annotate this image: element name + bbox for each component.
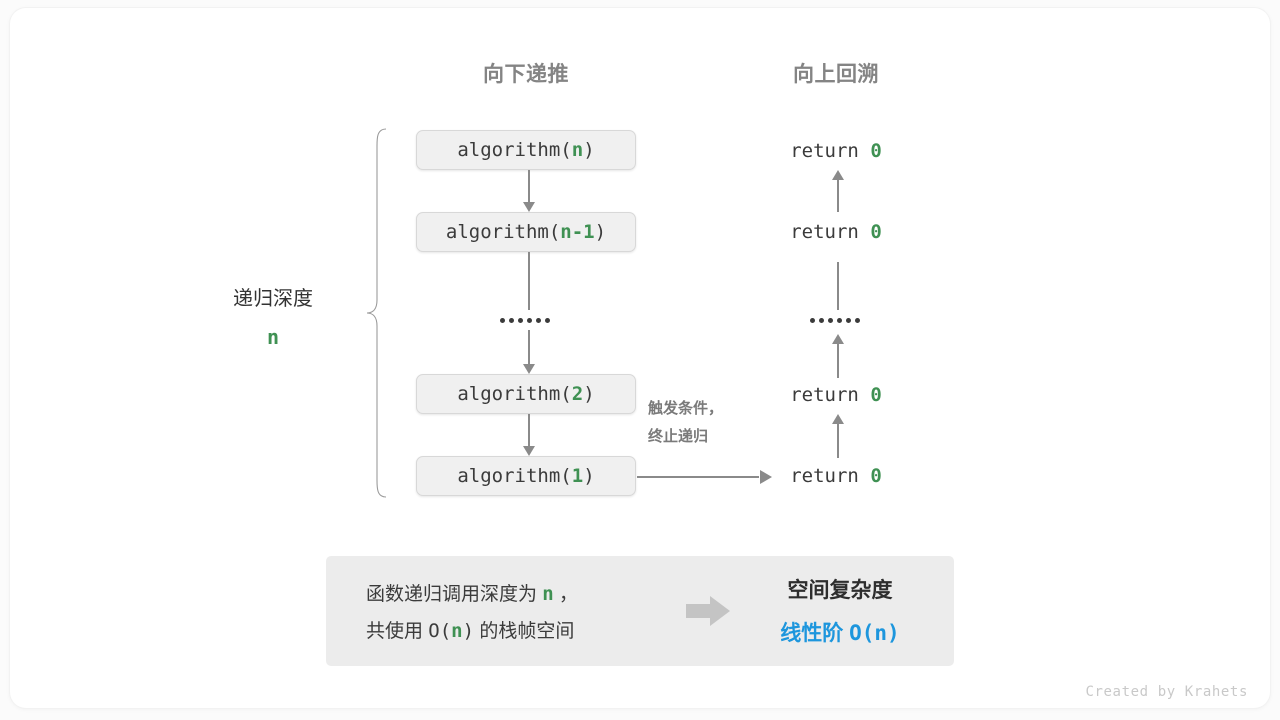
dot <box>828 318 833 323</box>
ellipsis-dots-right <box>810 318 860 323</box>
up-arrow-icon <box>828 414 848 458</box>
complexity-result: 空间复杂度 线性阶 O(n) <box>740 570 940 655</box>
call-box-arg: n-1 <box>560 221 595 243</box>
arrow-head <box>523 202 535 212</box>
recursion-depth-title: 递归深度 <box>233 288 313 310</box>
dot <box>810 318 815 323</box>
summary-line-1: 函数递归调用深度为 n ， <box>366 576 578 613</box>
down-arrow-icon <box>519 252 539 310</box>
column-header-upward-backtracking: 向上回溯 <box>793 63 879 86</box>
up-arrow-icon <box>828 334 848 378</box>
return-value: 0 <box>870 384 882 406</box>
call-box-algorithm-n[interactable]: algorithm(n) <box>416 130 636 170</box>
return-keyword: return <box>790 384 859 406</box>
return-statement: return 0 <box>736 140 936 162</box>
termination-condition-line1: 触发条件， <box>648 400 724 417</box>
return-statement: return 0 <box>736 221 936 243</box>
column-header-downward-recursion: 向下递推 <box>483 63 569 86</box>
return-value: 0 <box>870 221 882 243</box>
call-box-arg: 2 <box>571 383 584 405</box>
down-arrow-icon <box>519 170 539 212</box>
summary-line2-pre: 共使用 <box>366 621 429 642</box>
dot <box>837 318 842 323</box>
termination-condition-line2: 终止递归 <box>648 428 709 445</box>
termination-condition-label: 触发条件， 终止递归 <box>648 395 723 451</box>
return-value: 0 <box>870 465 882 487</box>
recursion-depth-brace <box>366 128 387 498</box>
return-keyword: return <box>790 221 859 243</box>
summary-line1-post: ， <box>553 584 579 605</box>
implies-right-arrow-icon <box>686 596 730 626</box>
complexity-order-notation: O(n) <box>849 621 900 645</box>
call-box-suffix: ) <box>583 139 595 161</box>
arrow-shaft <box>528 170 530 202</box>
arrow-head <box>523 446 535 456</box>
summary-line2-open: O( <box>428 620 452 642</box>
call-box-suffix: ) <box>594 221 607 243</box>
ellipsis-dots-left <box>500 318 550 323</box>
arrow-head <box>523 364 535 374</box>
summary-line2-var: n <box>451 620 463 642</box>
down-arrow-icon <box>519 414 539 456</box>
summary-description: 函数递归调用深度为 n ， 共使用 O(n) 的栈帧空间 <box>366 576 578 650</box>
arrow-shaft <box>637 476 759 478</box>
summary-line2-close: ) <box>462 620 475 642</box>
arrow-shaft <box>528 414 530 446</box>
recursion-depth-value: n <box>266 325 280 349</box>
return-keyword: return <box>790 465 859 487</box>
dot <box>500 318 505 323</box>
arrow-shaft <box>837 180 839 212</box>
dot <box>855 318 860 323</box>
dot <box>545 318 550 323</box>
arrow-head <box>760 470 772 484</box>
arrow-shaft <box>837 344 839 378</box>
right-arrow-icon <box>637 469 772 485</box>
down-arrow-icon <box>519 330 539 374</box>
arrow-shaft <box>837 262 839 310</box>
arrow-head <box>832 414 844 424</box>
call-box-prefix: algorithm( <box>457 465 572 487</box>
summary-line2-post: 的栈帧空间 <box>474 621 575 642</box>
call-box-algorithm-n-minus-1[interactable]: algorithm(n-1) <box>416 212 636 252</box>
return-keyword: return <box>790 140 859 162</box>
complexity-result-title: 空间复杂度 <box>787 579 893 602</box>
arrow-shaft <box>528 252 530 310</box>
call-box-prefix: algorithm( <box>445 221 561 243</box>
dot <box>527 318 532 323</box>
call-box-prefix: algorithm( <box>457 383 572 405</box>
up-arrow-icon <box>828 252 848 310</box>
arrow-shaft <box>837 424 839 458</box>
credit-text: Created by Krahets <box>1085 684 1248 700</box>
up-arrow-icon <box>828 170 848 212</box>
summary-line1-pre: 函数递归调用深度为 <box>366 584 543 605</box>
summary-line1-var: n <box>542 583 554 605</box>
call-box-arg: n <box>571 139 584 161</box>
dot <box>846 318 851 323</box>
arrow-shaft <box>528 330 530 364</box>
recursion-depth-label: 递归深度 n <box>188 280 358 356</box>
arrow-head <box>832 170 844 180</box>
dot <box>819 318 824 323</box>
call-box-suffix: ) <box>583 465 595 487</box>
call-box-algorithm-2[interactable]: algorithm(2) <box>416 374 636 414</box>
complexity-result-value: 线性阶 O(n) <box>740 612 940 655</box>
arrow-head <box>832 334 844 344</box>
call-box-suffix: ) <box>583 383 595 405</box>
dot <box>518 318 523 323</box>
call-box-algorithm-1[interactable]: algorithm(1) <box>416 456 636 496</box>
dot <box>509 318 514 323</box>
complexity-order-text: 线性阶 <box>780 622 850 645</box>
return-statement: return 0 <box>736 384 936 406</box>
call-box-arg: 1 <box>571 465 584 487</box>
return-statement: return 0 <box>736 465 936 487</box>
summary-line-2: 共使用 O(n) 的栈帧空间 <box>366 613 578 650</box>
call-box-prefix: algorithm( <box>457 139 572 161</box>
summary-panel: 函数递归调用深度为 n ， 共使用 O(n) 的栈帧空间 <box>326 556 954 666</box>
return-value: 0 <box>870 140 882 162</box>
dot <box>536 318 541 323</box>
